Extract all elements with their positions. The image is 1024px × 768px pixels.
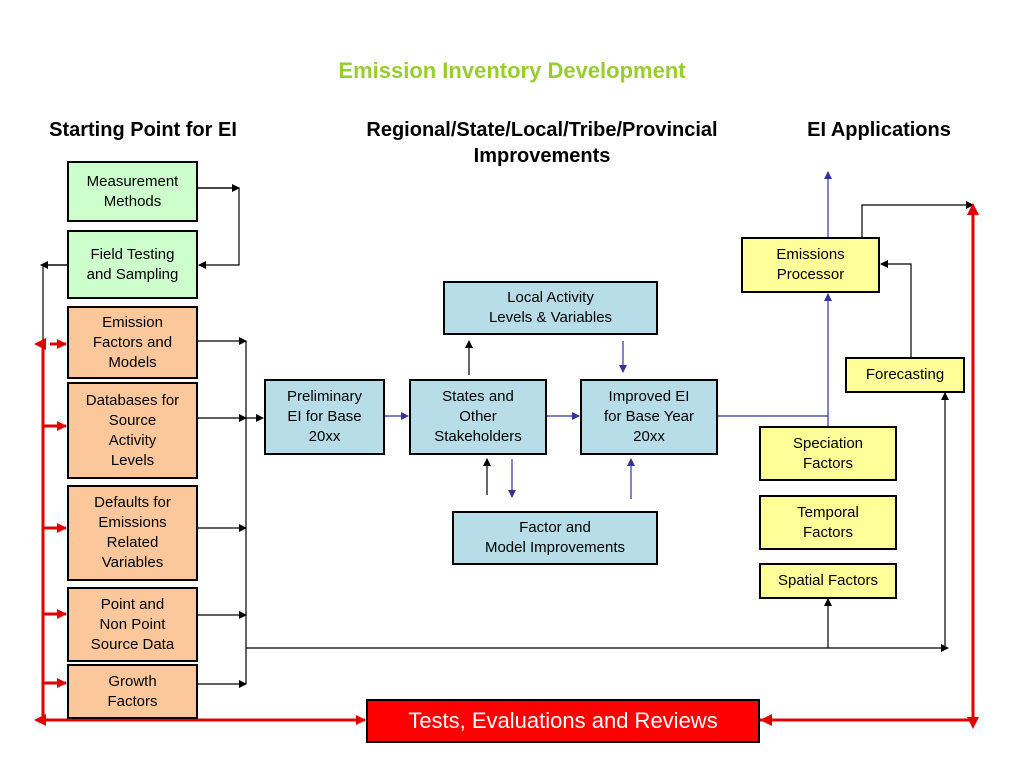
temporal-factors-box: Temporal Factors — [759, 495, 897, 550]
measurement-methods-box: Measurement Methods — [67, 161, 198, 222]
states-stakeholders-box: States and Other Stakeholders — [409, 379, 547, 455]
speciation-factors-box: Speciation Factors — [759, 426, 897, 481]
forecasting-box: Forecasting — [845, 357, 965, 393]
improved-ei-box: Improved EI for Base Year 20xx — [580, 379, 718, 455]
emission-factors-box: Emission Factors and Models — [67, 306, 198, 379]
emissions-processor-box: Emissions Processor — [741, 237, 880, 293]
factor-model-box: Factor and Model Improvements — [452, 511, 658, 565]
diagram-title: Emission Inventory Development — [338, 58, 686, 83]
field-testing-box: Field Testing and Sampling — [67, 230, 198, 299]
preliminary-ei-box: Preliminary EI for Base 20xx — [264, 379, 385, 455]
measurement-to-field-arrow — [197, 187, 240, 269]
local-activity-box: Local Activity Levels & Variables — [443, 281, 658, 335]
spatial-factors-box: Spatial Factors — [759, 563, 897, 599]
defaults-box: Defaults for Emissions Related Variables — [67, 485, 198, 581]
header-regional-improvements: Regional/State/Local/Tribe/Provincial Im… — [366, 119, 718, 167]
header-starting-point: Starting Point for EI — [49, 119, 237, 141]
tests-evaluations-box: Tests, Evaluations and Reviews — [366, 699, 760, 743]
databases-box: Databases for Source Activity Levels — [67, 382, 198, 479]
point-source-box: Point and Non Point Source Data — [67, 587, 198, 662]
field-to-left-bus — [42, 264, 67, 340]
growth-factors-box: Growth Factors — [67, 664, 198, 719]
header-ei-applications: EI Applications — [807, 119, 951, 141]
